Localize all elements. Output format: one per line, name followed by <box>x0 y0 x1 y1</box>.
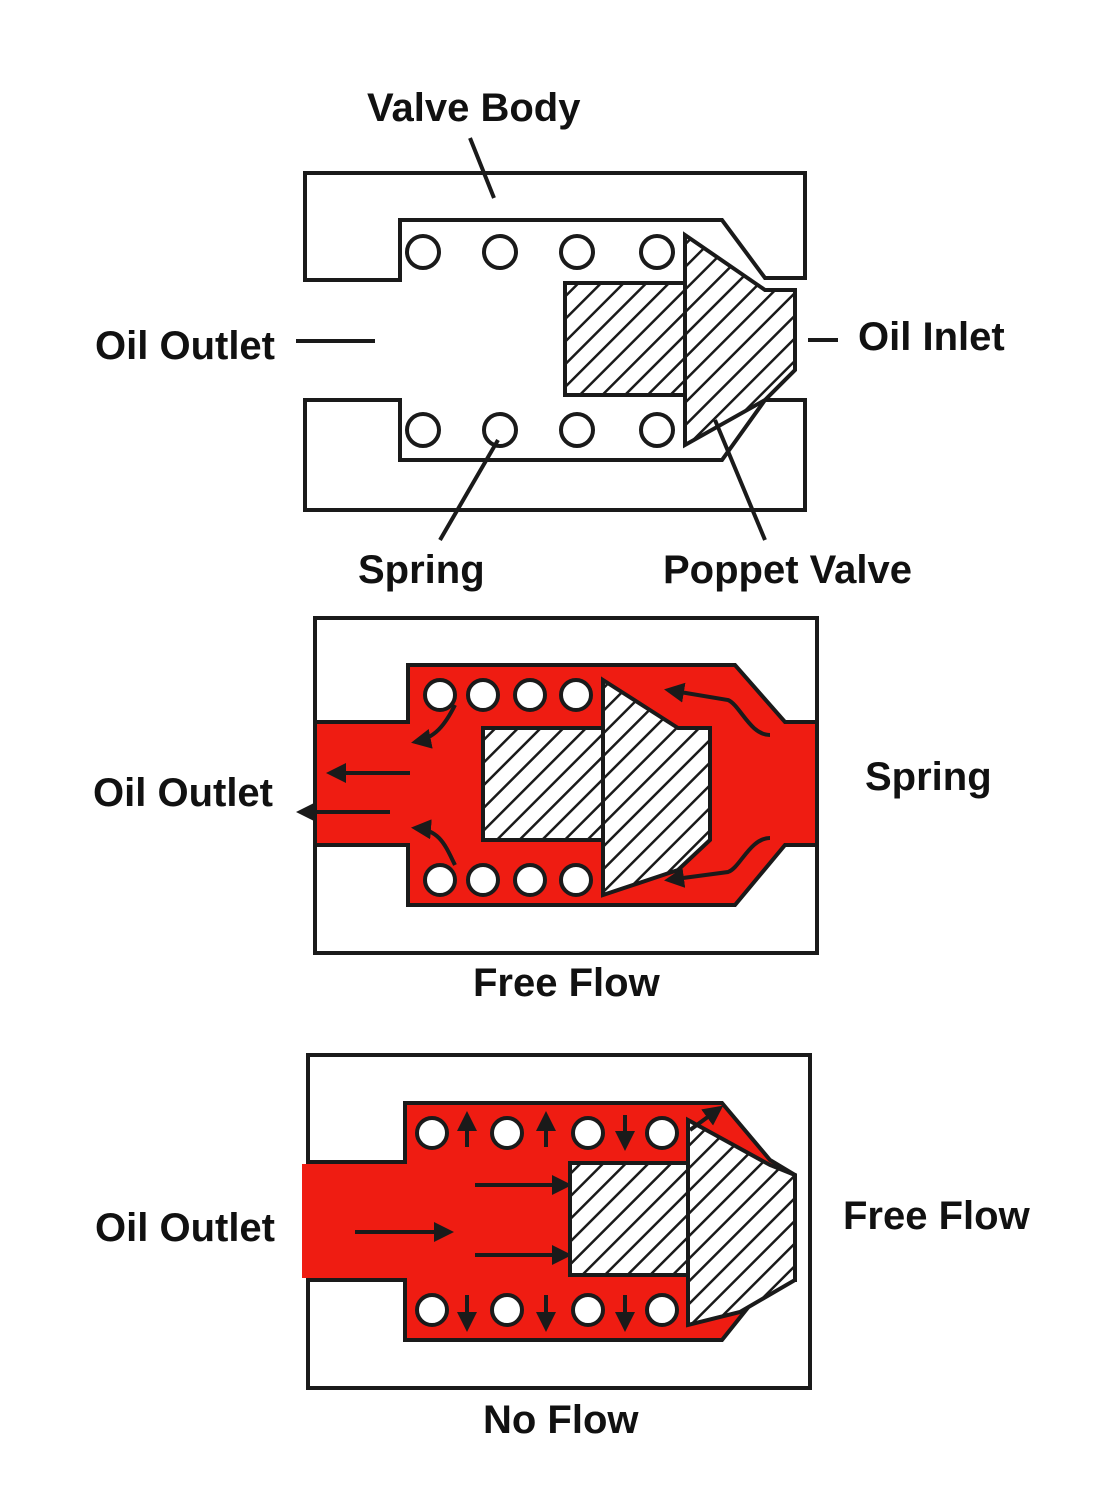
poppet-stem <box>568 1161 690 1277</box>
valve-body-outline <box>303 171 807 282</box>
label-oil-outlet: Oil Outlet <box>95 1206 275 1250</box>
label-oil-outlet: Oil Outlet <box>95 324 275 368</box>
poppet-stem <box>481 726 605 842</box>
panel-free-flow <box>296 616 819 955</box>
label-oil-inlet: Oil Inlet <box>858 315 1005 359</box>
caption-no-flow: No Flow <box>483 1398 639 1442</box>
spring-coils-bottom <box>423 863 593 897</box>
leader-poppet-valve <box>713 419 767 541</box>
label-spring: Spring <box>865 755 992 799</box>
spring-coils-bottom <box>405 412 675 448</box>
pressure-arrows <box>355 1105 724 1332</box>
label-poppet-valve: Poppet Valve <box>663 548 912 592</box>
spring-coils-top <box>415 1116 679 1150</box>
caption-free-flow: Free Flow <box>473 961 660 1005</box>
poppet-head <box>601 676 712 898</box>
panel-construction <box>296 137 838 542</box>
spring-coils-bottom <box>415 1293 679 1327</box>
label-oil-outlet: Oil Outlet <box>93 771 273 815</box>
poppet-head <box>683 231 797 449</box>
poppet-head <box>686 1116 797 1328</box>
outlet-opening <box>302 1164 310 1278</box>
leader-valve-body <box>468 137 496 199</box>
leader-spring <box>438 438 500 542</box>
panel-no-flow <box>302 1053 812 1390</box>
poppet-stem <box>563 281 687 397</box>
flow-arrows <box>296 682 771 888</box>
spring-coils-top <box>423 678 593 712</box>
label-free-flow: Free Flow <box>843 1194 1030 1238</box>
label-valve-body: Valve Body <box>367 86 581 130</box>
label-spring: Spring <box>358 548 485 592</box>
spring-coils-top <box>405 234 675 270</box>
